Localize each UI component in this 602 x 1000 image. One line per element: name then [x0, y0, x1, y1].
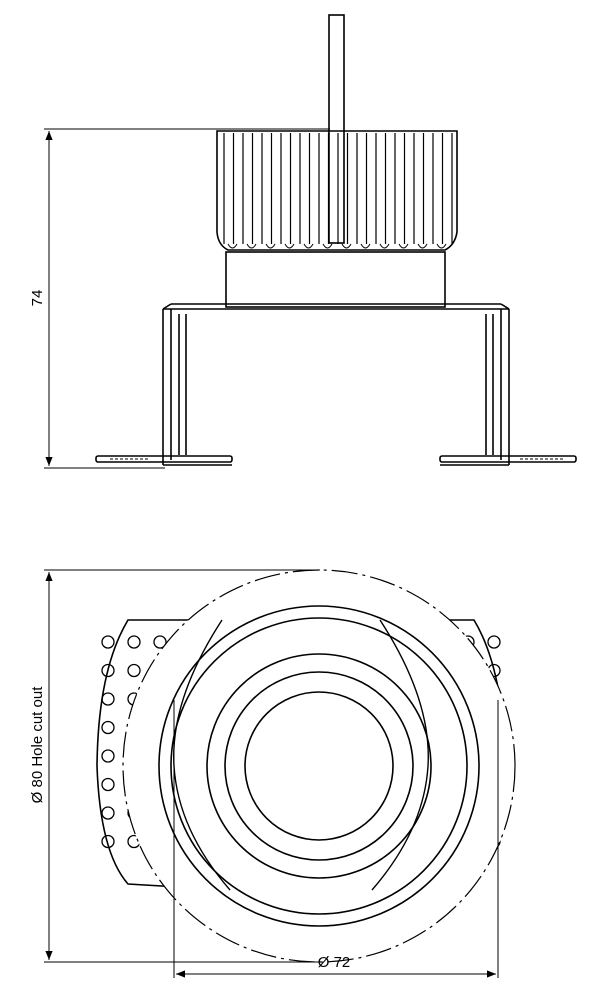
side-view	[44, 14, 577, 469]
housing-body	[162, 303, 510, 465]
outer-diameter-label: Ø 72	[318, 954, 351, 971]
lens-opening	[244, 691, 394, 841]
height-dimension	[44, 128, 330, 469]
lamp-neck	[225, 251, 446, 308]
heatsink-fins	[216, 130, 458, 251]
hole-cutout-label: Ø 80 Hole cut out	[29, 686, 46, 804]
reflector-outer	[206, 653, 432, 879]
reflector-middle	[224, 671, 414, 861]
outer-diameter-dimension	[173, 700, 499, 978]
right-mounting-flange	[439, 455, 577, 466]
trim-ring-inner	[170, 617, 468, 915]
height-dimension-label: 74	[29, 290, 46, 307]
cable-rod	[328, 14, 345, 244]
hole-cutout-dimension	[44, 569, 320, 963]
left-mounting-flange	[95, 455, 233, 466]
trim-ring-outer	[158, 605, 480, 927]
top-view	[44, 569, 516, 978]
